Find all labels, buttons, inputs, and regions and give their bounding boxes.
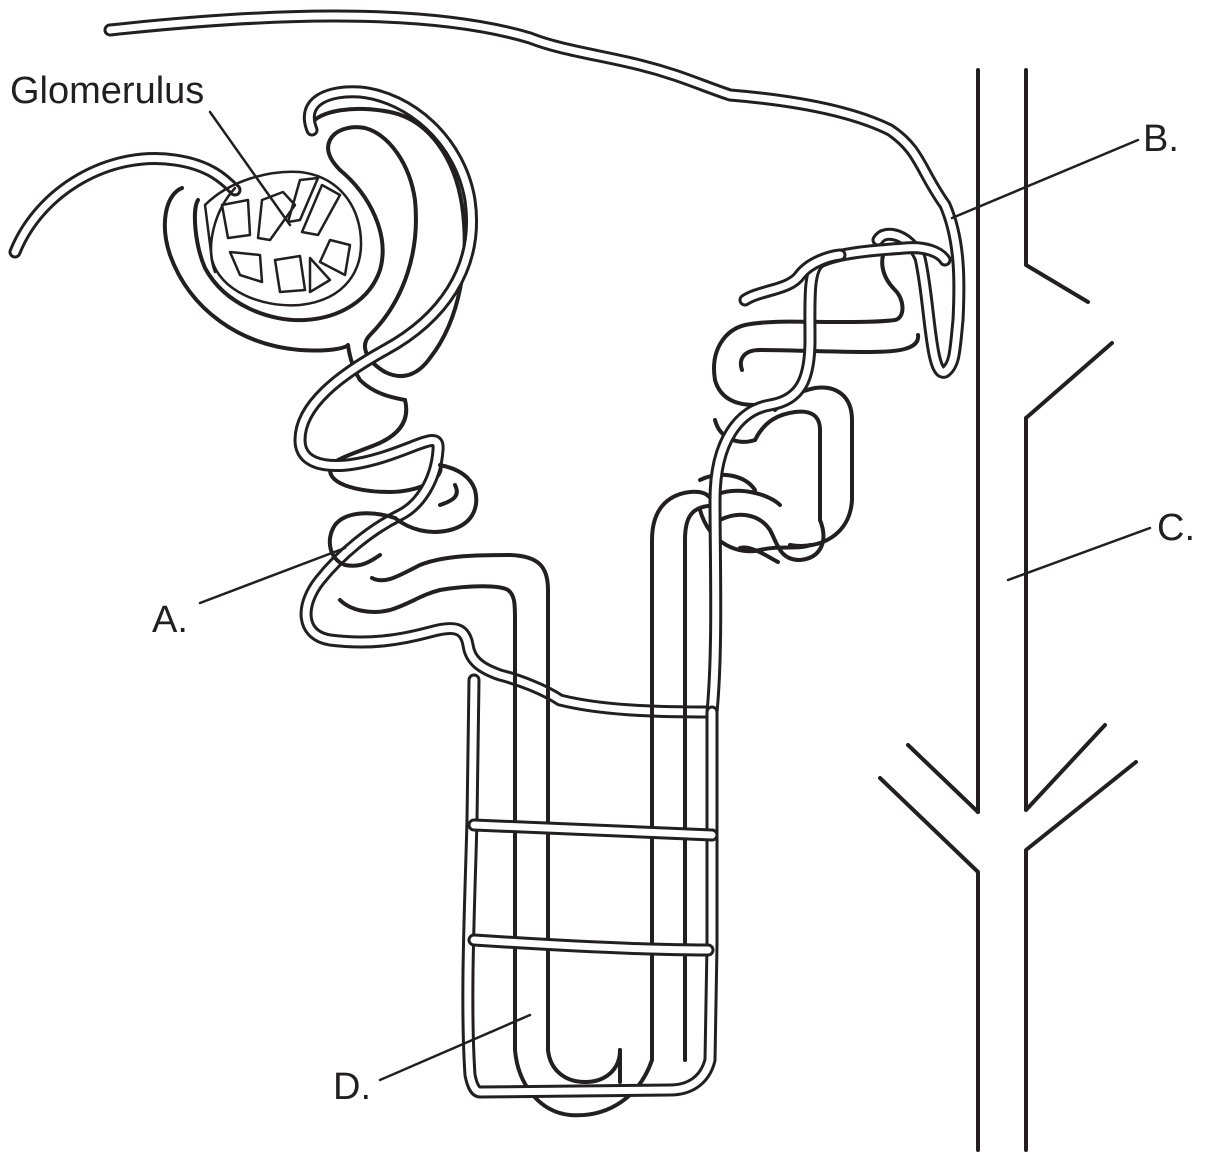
leader-a bbox=[198, 546, 347, 605]
leader-glomerulus bbox=[208, 110, 292, 227]
leader-c bbox=[1006, 526, 1152, 582]
afferent-arteriole bbox=[8, 152, 242, 259]
proximal-convoluted-tubule bbox=[327, 463, 717, 1118]
leader-lines bbox=[198, 110, 1152, 1082]
collecting-duct bbox=[878, 68, 1138, 1152]
efferent-arteriole bbox=[293, 85, 719, 719]
glomerulus-tuft bbox=[203, 170, 363, 307]
label-c: C. bbox=[1157, 507, 1195, 549]
distal-convoluted-tubule bbox=[698, 243, 921, 564]
label-a: A. bbox=[152, 599, 188, 641]
label-b: B. bbox=[1143, 118, 1179, 160]
top-vessel bbox=[103, 9, 966, 379]
leader-b bbox=[950, 138, 1140, 220]
glomerulus-label: Glomerulus bbox=[10, 70, 205, 112]
vasa-recta bbox=[461, 241, 952, 1099]
label-d: D. bbox=[333, 1066, 371, 1108]
leader-d bbox=[378, 1013, 532, 1082]
